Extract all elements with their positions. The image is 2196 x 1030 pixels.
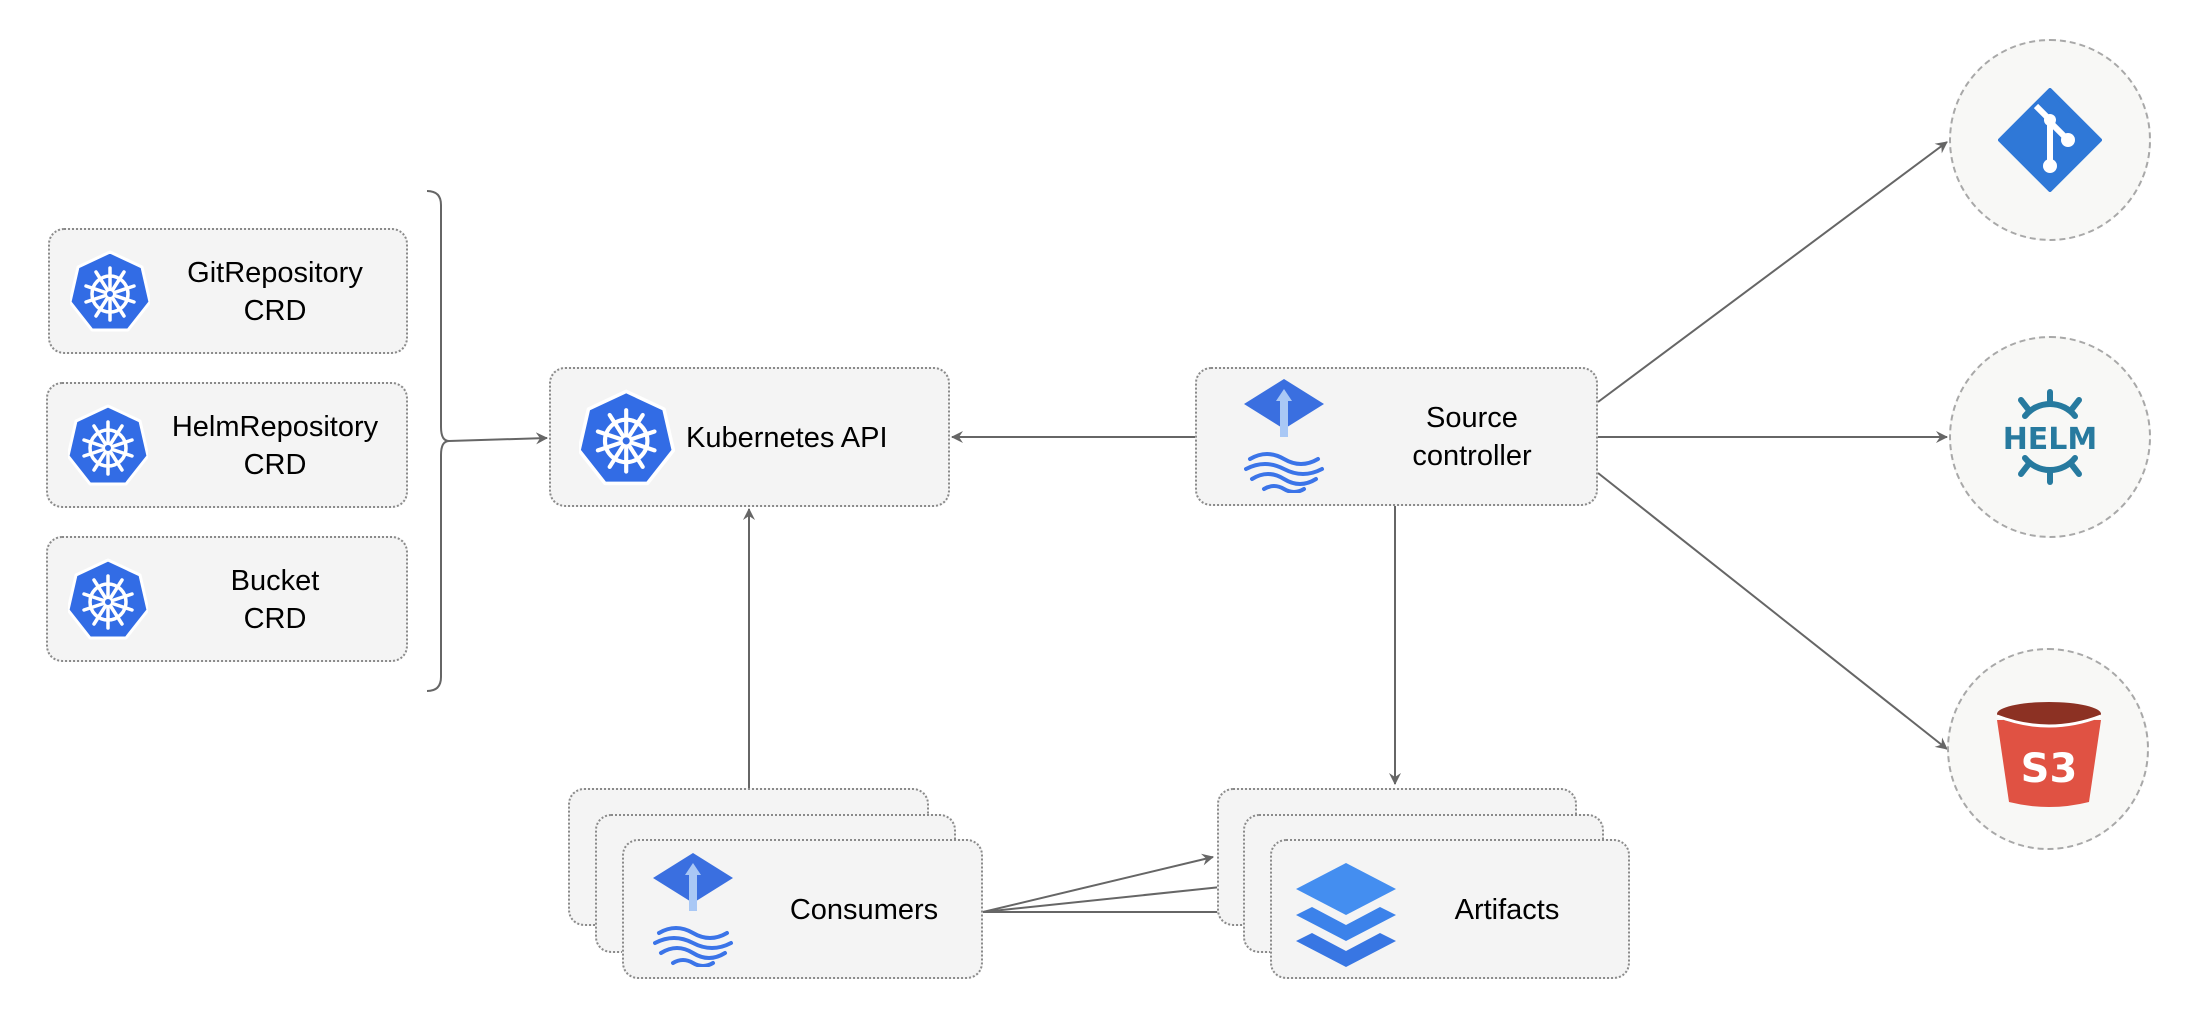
consumers-label: Consumers xyxy=(789,894,939,926)
source-controller-label: Source controller xyxy=(1367,399,1577,475)
artifacts-box[interactable]: Artifacts xyxy=(1270,839,1630,979)
artifacts-label: Artifacts xyxy=(1454,894,1560,926)
crd-name: GitRepository xyxy=(187,257,363,289)
arrow-consumers-to-artifact-2 xyxy=(982,880,1241,913)
git-icon xyxy=(1998,88,2102,192)
s3-wordmark: S3 xyxy=(2021,746,2078,792)
crd-type: CRD xyxy=(243,295,307,327)
flux-icon xyxy=(653,853,735,967)
helm-source-circle[interactable]: HELM xyxy=(1949,336,2151,538)
crd-name: Bucket xyxy=(230,565,320,597)
arrow-consumers-to-artifact-1 xyxy=(982,853,1214,913)
s3-bucket-icon: S3 xyxy=(1996,702,2102,807)
helm-icon: HELM xyxy=(2003,389,2098,485)
kubernetes-icon xyxy=(68,558,148,640)
arrow-crds-to-api xyxy=(448,432,548,445)
kubernetes-icon xyxy=(68,404,148,486)
crd-brace xyxy=(426,190,450,692)
layers-icon xyxy=(1296,863,1396,967)
kubernetes-api-label: Kubernetes API xyxy=(686,422,888,454)
crd-name: HelmRepository xyxy=(171,411,379,443)
s3-source-circle[interactable]: S3 xyxy=(1947,648,2149,850)
consumers-box[interactable]: Consumers xyxy=(622,839,983,979)
source-controller-line2: controller xyxy=(1412,440,1532,472)
kubernetes-icon xyxy=(579,389,675,487)
arrow-controller-to-git xyxy=(1597,141,1948,403)
crd-type: CRD xyxy=(243,603,307,635)
kubernetes-icon xyxy=(70,250,150,332)
kubernetes-api-box[interactable]: Kubernetes API xyxy=(549,367,950,507)
helm-wordmark: HELM xyxy=(2003,422,2098,457)
crd-type: CRD xyxy=(243,449,307,481)
git-source-circle[interactable] xyxy=(1949,39,2151,241)
arrow-controller-to-s3 xyxy=(1597,472,1948,750)
source-controller-box[interactable]: Source controller xyxy=(1195,367,1598,506)
flux-icon xyxy=(1244,379,1326,493)
source-controller-line1: Source xyxy=(1426,402,1518,434)
